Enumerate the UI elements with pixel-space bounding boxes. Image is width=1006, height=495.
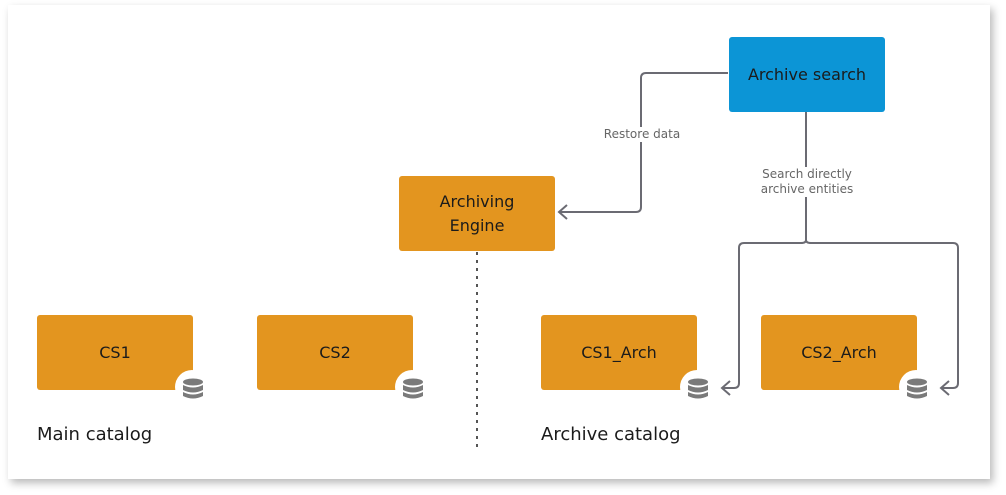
archiving-engine-label-line2: Engine	[449, 215, 505, 235]
restore-connector	[559, 72, 728, 213]
cs2-label: CS2	[319, 342, 351, 362]
archiving-engine-label-line1: Archiving	[439, 191, 515, 211]
archive-catalog-caption: Archive catalog	[541, 424, 681, 445]
cs1-arch-database	[680, 370, 714, 404]
cs2-arch-database	[899, 370, 933, 404]
cs1-database	[175, 370, 209, 404]
archive-search-label: Archive search	[747, 64, 867, 84]
search-arrowhead-cs2	[939, 380, 950, 396]
database-icon	[183, 378, 203, 399]
search-connector-left	[722, 239, 807, 389]
database-icon	[688, 378, 708, 399]
cs1-arch-node[interactable]: CS1_Arch	[541, 315, 697, 390]
cs1-arch-label: CS1_Arch	[581, 342, 657, 362]
search-directly-label: Search directly archive entities	[752, 167, 862, 197]
database-icon	[907, 378, 927, 399]
search-label-line1: Search directly	[762, 167, 852, 181]
database-icon	[403, 378, 423, 399]
main-catalog-caption: Main catalog	[37, 424, 153, 445]
archive-search-node[interactable]: Archive search	[729, 37, 885, 112]
cs2-arch-label: CS2_Arch	[801, 342, 877, 362]
search-arrowhead-cs1	[720, 380, 731, 396]
cs2-database	[395, 370, 429, 404]
search-connector-right	[805, 239, 959, 389]
cs1-node[interactable]: CS1	[37, 315, 193, 390]
restore-data-label: Restore data	[598, 127, 686, 142]
cs1-label: CS1	[99, 342, 131, 362]
cs2-node[interactable]: CS2	[257, 315, 413, 390]
restore-arrowhead	[557, 204, 568, 220]
archiving-engine-node[interactable]: Archiving Engine	[399, 176, 555, 251]
search-label-line2: archive entities	[760, 182, 854, 196]
cs2-arch-node[interactable]: CS2_Arch	[761, 315, 917, 390]
